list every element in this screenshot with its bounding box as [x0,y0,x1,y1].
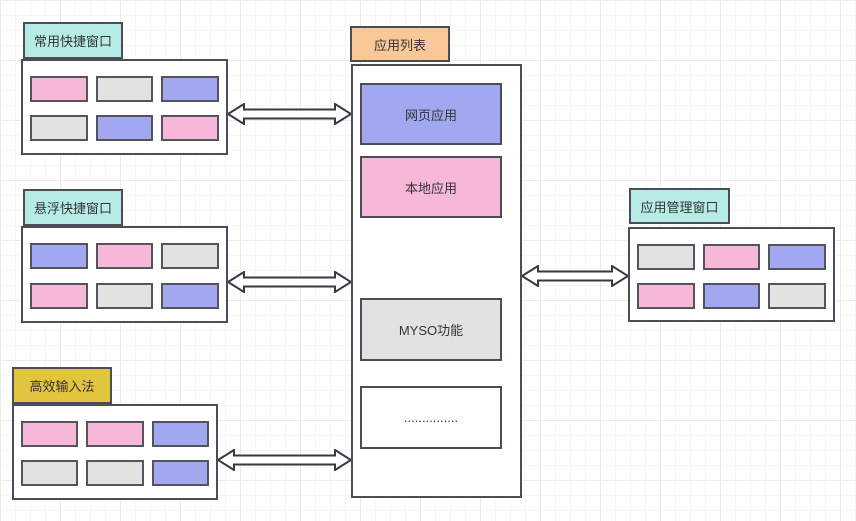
app-list-box: 网页应用 本地应用 MYSO功能 ............... [351,64,522,498]
app-tile [637,283,695,309]
app-tile [30,282,88,309]
app-manage-window-box [628,227,835,322]
app-tile [161,282,219,309]
common-shortcut-window-box [21,59,228,155]
double-arrow-common-to-applist [227,103,352,125]
app-tile [151,421,209,447]
common-shortcut-window-label: 常用快捷窗口 [23,22,123,59]
floating-shortcut-window-box [21,226,228,323]
app-tile [21,421,79,447]
efficient-input-method-box [12,404,218,500]
app-list-item-more: ............... [360,386,502,449]
app-tile [30,76,88,102]
app-tile [86,460,144,486]
floating-shortcut-window-label: 悬浮快捷窗口 [23,189,123,226]
app-tile [30,115,88,141]
app-tile [30,243,88,269]
app-tile [702,283,761,309]
app-tile [95,115,154,141]
app-tile [161,243,219,269]
app-tile [95,76,154,102]
app-manage-window-label: 应用管理窗口 [629,188,730,224]
app-tile [21,460,79,486]
app-list-item-myso: MYSO功能 [360,298,502,361]
app-tile [86,421,144,447]
double-arrow-input-to-applist [217,449,352,471]
app-tile [161,76,219,102]
efficient-input-method-label: 高效输入法 [12,367,112,404]
app-tile [95,243,154,269]
app-list-item-web: 网页应用 [360,83,502,145]
app-tile [151,460,209,486]
app-tile [768,283,826,309]
double-arrow-floating-to-applist [227,271,352,293]
app-tile [702,244,761,270]
app-list-label: 应用列表 [350,26,450,62]
app-tile [161,115,219,141]
app-tile [768,244,826,270]
app-list-item-local: 本地应用 [360,156,502,218]
app-tile [637,244,695,270]
double-arrow-applist-to-manage [521,265,629,287]
app-tile [95,282,154,309]
